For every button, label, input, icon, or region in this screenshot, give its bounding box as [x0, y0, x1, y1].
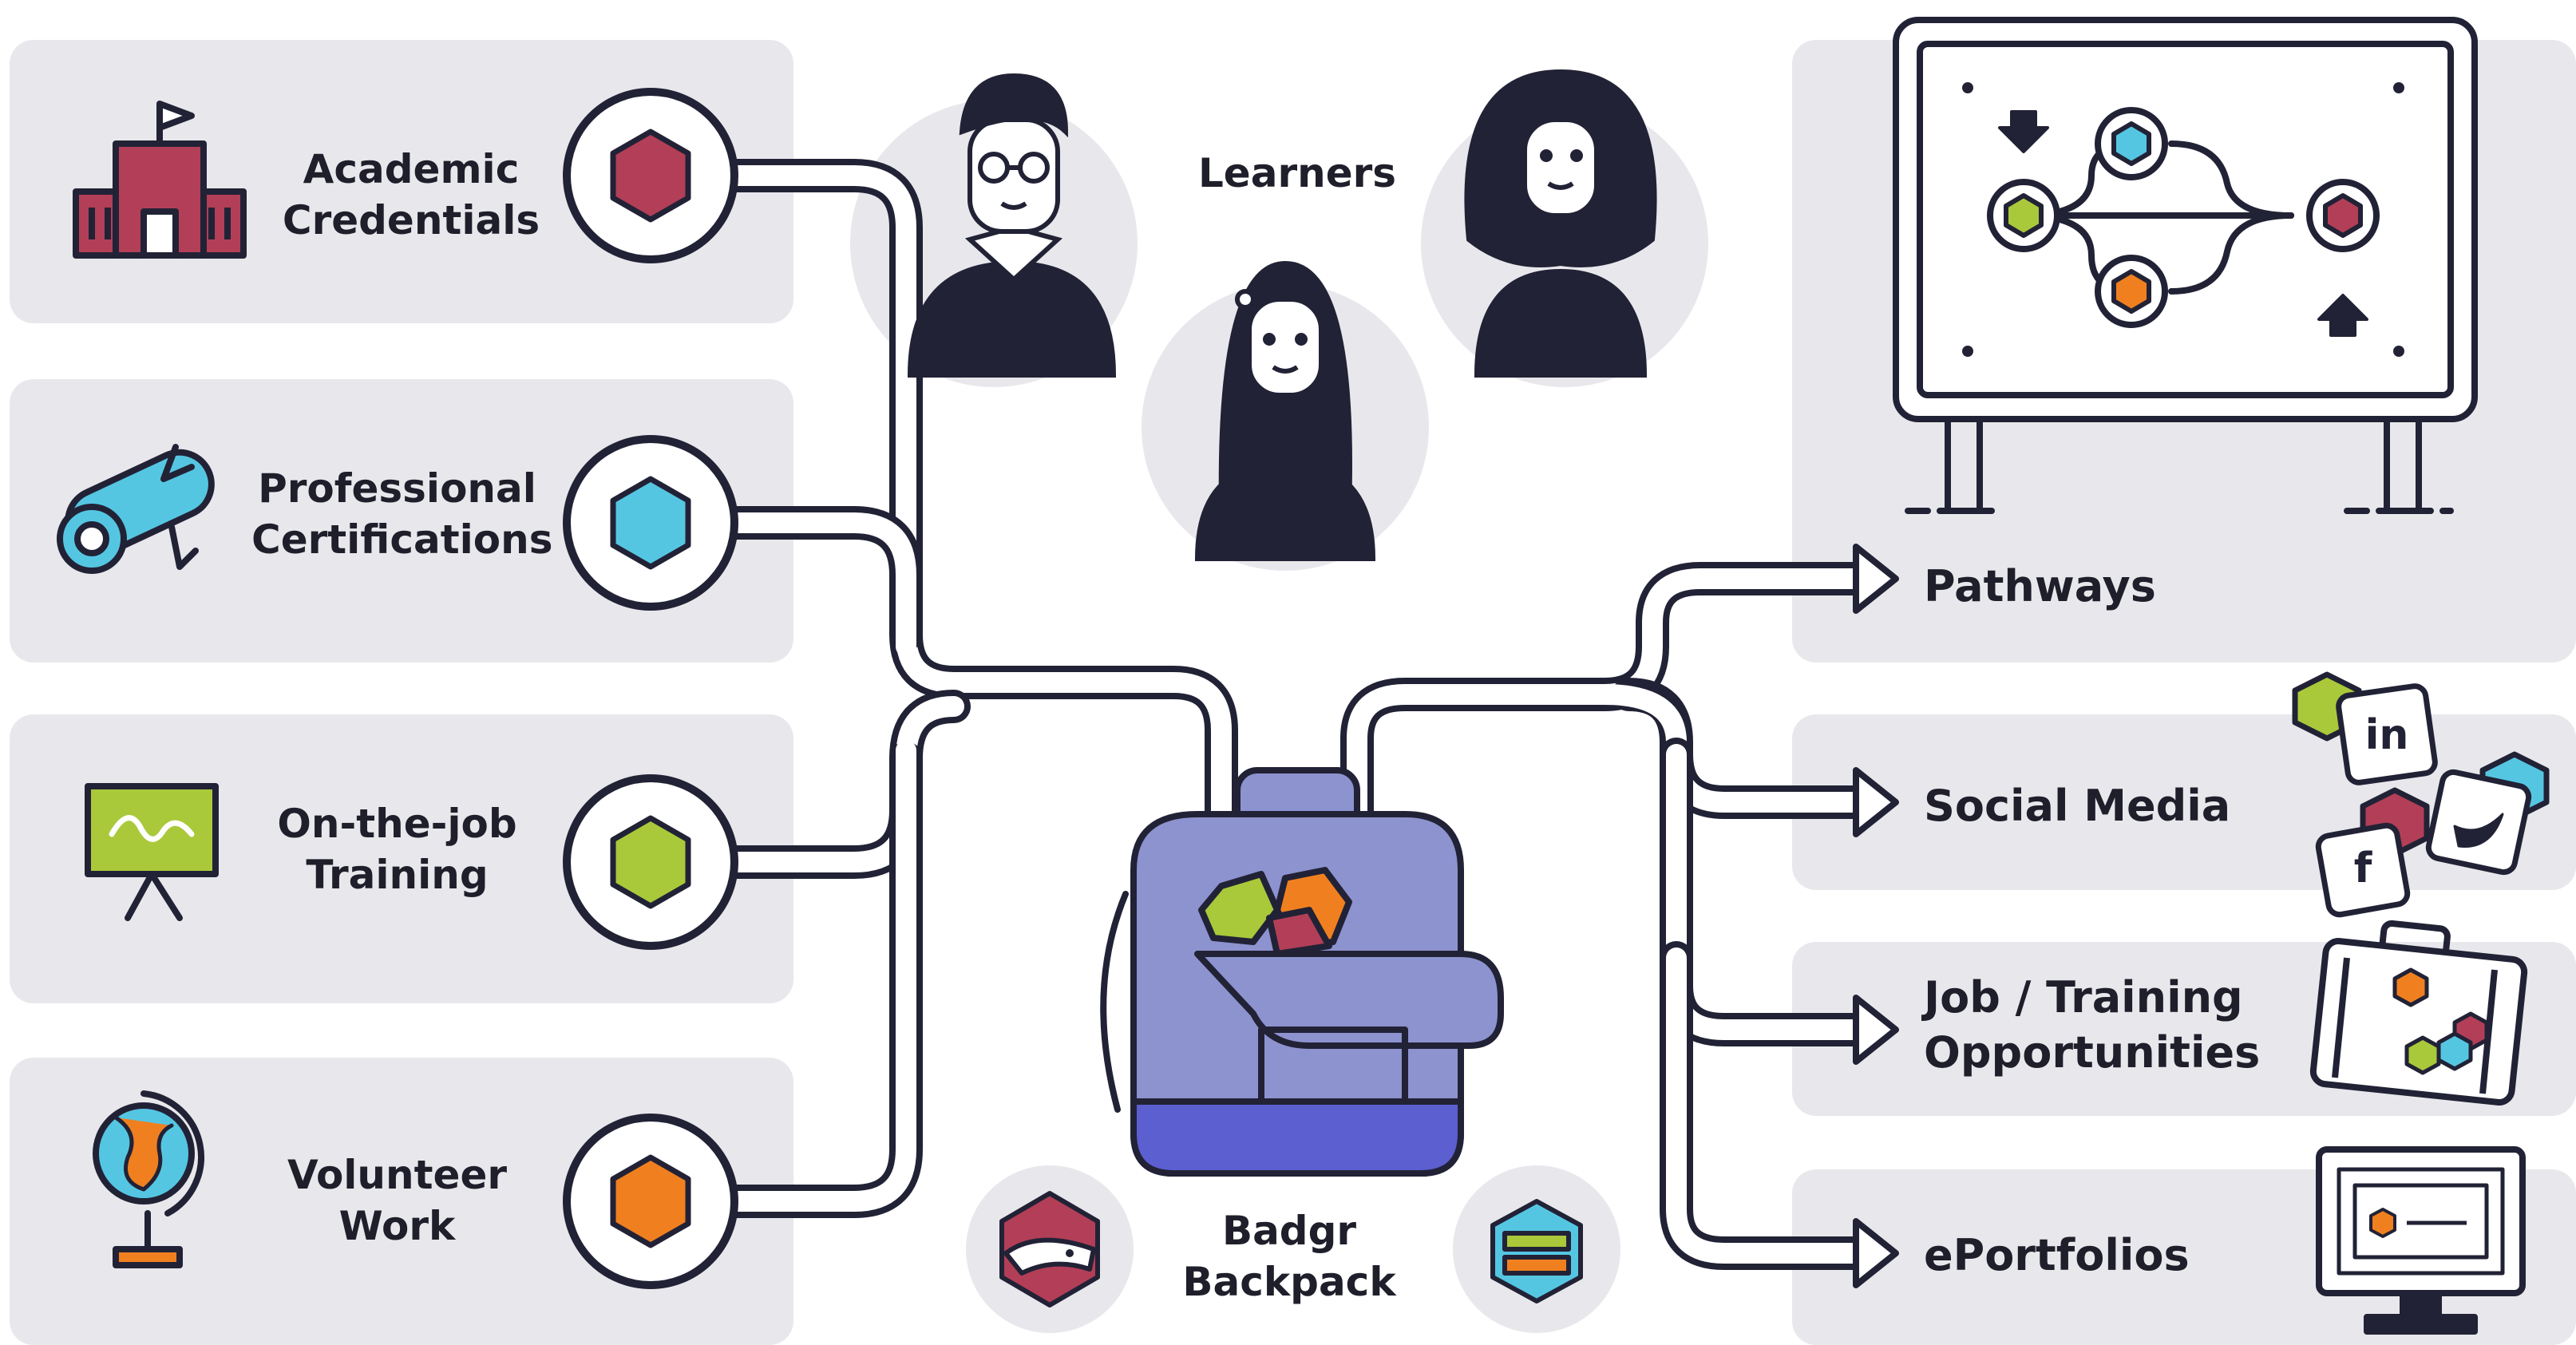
linkedin-icon-label: in: [2364, 711, 2409, 759]
output-label-job-training: Job / Training Opportunities: [1924, 970, 2299, 1080]
input-label-onthejob-line2: Training: [306, 852, 489, 898]
diploma-scroll-icon: [57, 444, 215, 574]
whiteboard-easel-icon: [85, 783, 219, 921]
pathway-board-icon: [1893, 17, 2478, 514]
badge-academic: [563, 88, 738, 263]
learners-label: Learners: [1197, 150, 1397, 196]
stacked-badges-logo-icon: [1453, 1165, 1620, 1333]
input-label-onthejob: On-the-job Training: [255, 798, 539, 900]
school-building-icon: [73, 101, 247, 259]
badge-onthejob: [563, 774, 738, 950]
input-connector-lines: [702, 159, 1238, 1218]
globe-icon: [93, 1090, 204, 1268]
input-label-volunteer: Volunteer Work: [255, 1149, 539, 1252]
backpack-label-line1: Badgr: [1221, 1208, 1357, 1254]
input-label-academic-line1: Academic: [303, 146, 520, 192]
input-label-professional-line2: Certifications: [251, 516, 553, 563]
output-label-eportfolios: ePortfolios: [1924, 1230, 2190, 1280]
input-label-volunteer-line2: Work: [338, 1203, 456, 1249]
badgr-logo-icon: [966, 1165, 1134, 1333]
badge-professional: [563, 435, 738, 611]
output-label-pathways: Pathways: [1924, 561, 2156, 611]
input-label-onthejob-line1: On-the-job: [277, 801, 517, 847]
learner-male-icon: [907, 73, 1117, 378]
backpack-icon: [1100, 767, 1504, 1177]
input-label-academic: Academic Credentials: [271, 144, 551, 246]
output-label-job-training-line1: Job / Training: [1924, 972, 2243, 1023]
input-label-academic-line2: Credentials: [282, 197, 540, 243]
output-label-job-training-line2: Opportunities: [1924, 1027, 2261, 1078]
learner-woman-icon: [1464, 69, 1657, 378]
suitcase-icon: [2309, 920, 2528, 1106]
backpack-label-line2: Backpack: [1182, 1259, 1396, 1305]
backpack-label: Badgr Backpack: [1153, 1205, 1425, 1307]
social-media-icons: [2292, 671, 2550, 918]
badge-volunteer: [563, 1114, 738, 1289]
input-label-professional: Professional Certifications: [251, 463, 553, 565]
input-label-volunteer-line1: Volunteer: [287, 1152, 508, 1198]
output-label-social-media: Social Media: [1924, 781, 2231, 831]
facebook-icon-label: f: [2353, 845, 2372, 892]
monitor-icon: [2316, 1146, 2526, 1335]
output-connector-lines: [1340, 562, 1885, 1270]
input-label-professional-line1: Professional: [258, 465, 536, 512]
output-arrowheads: [1853, 544, 1899, 1288]
learner-girl-icon: [1194, 260, 1376, 561]
